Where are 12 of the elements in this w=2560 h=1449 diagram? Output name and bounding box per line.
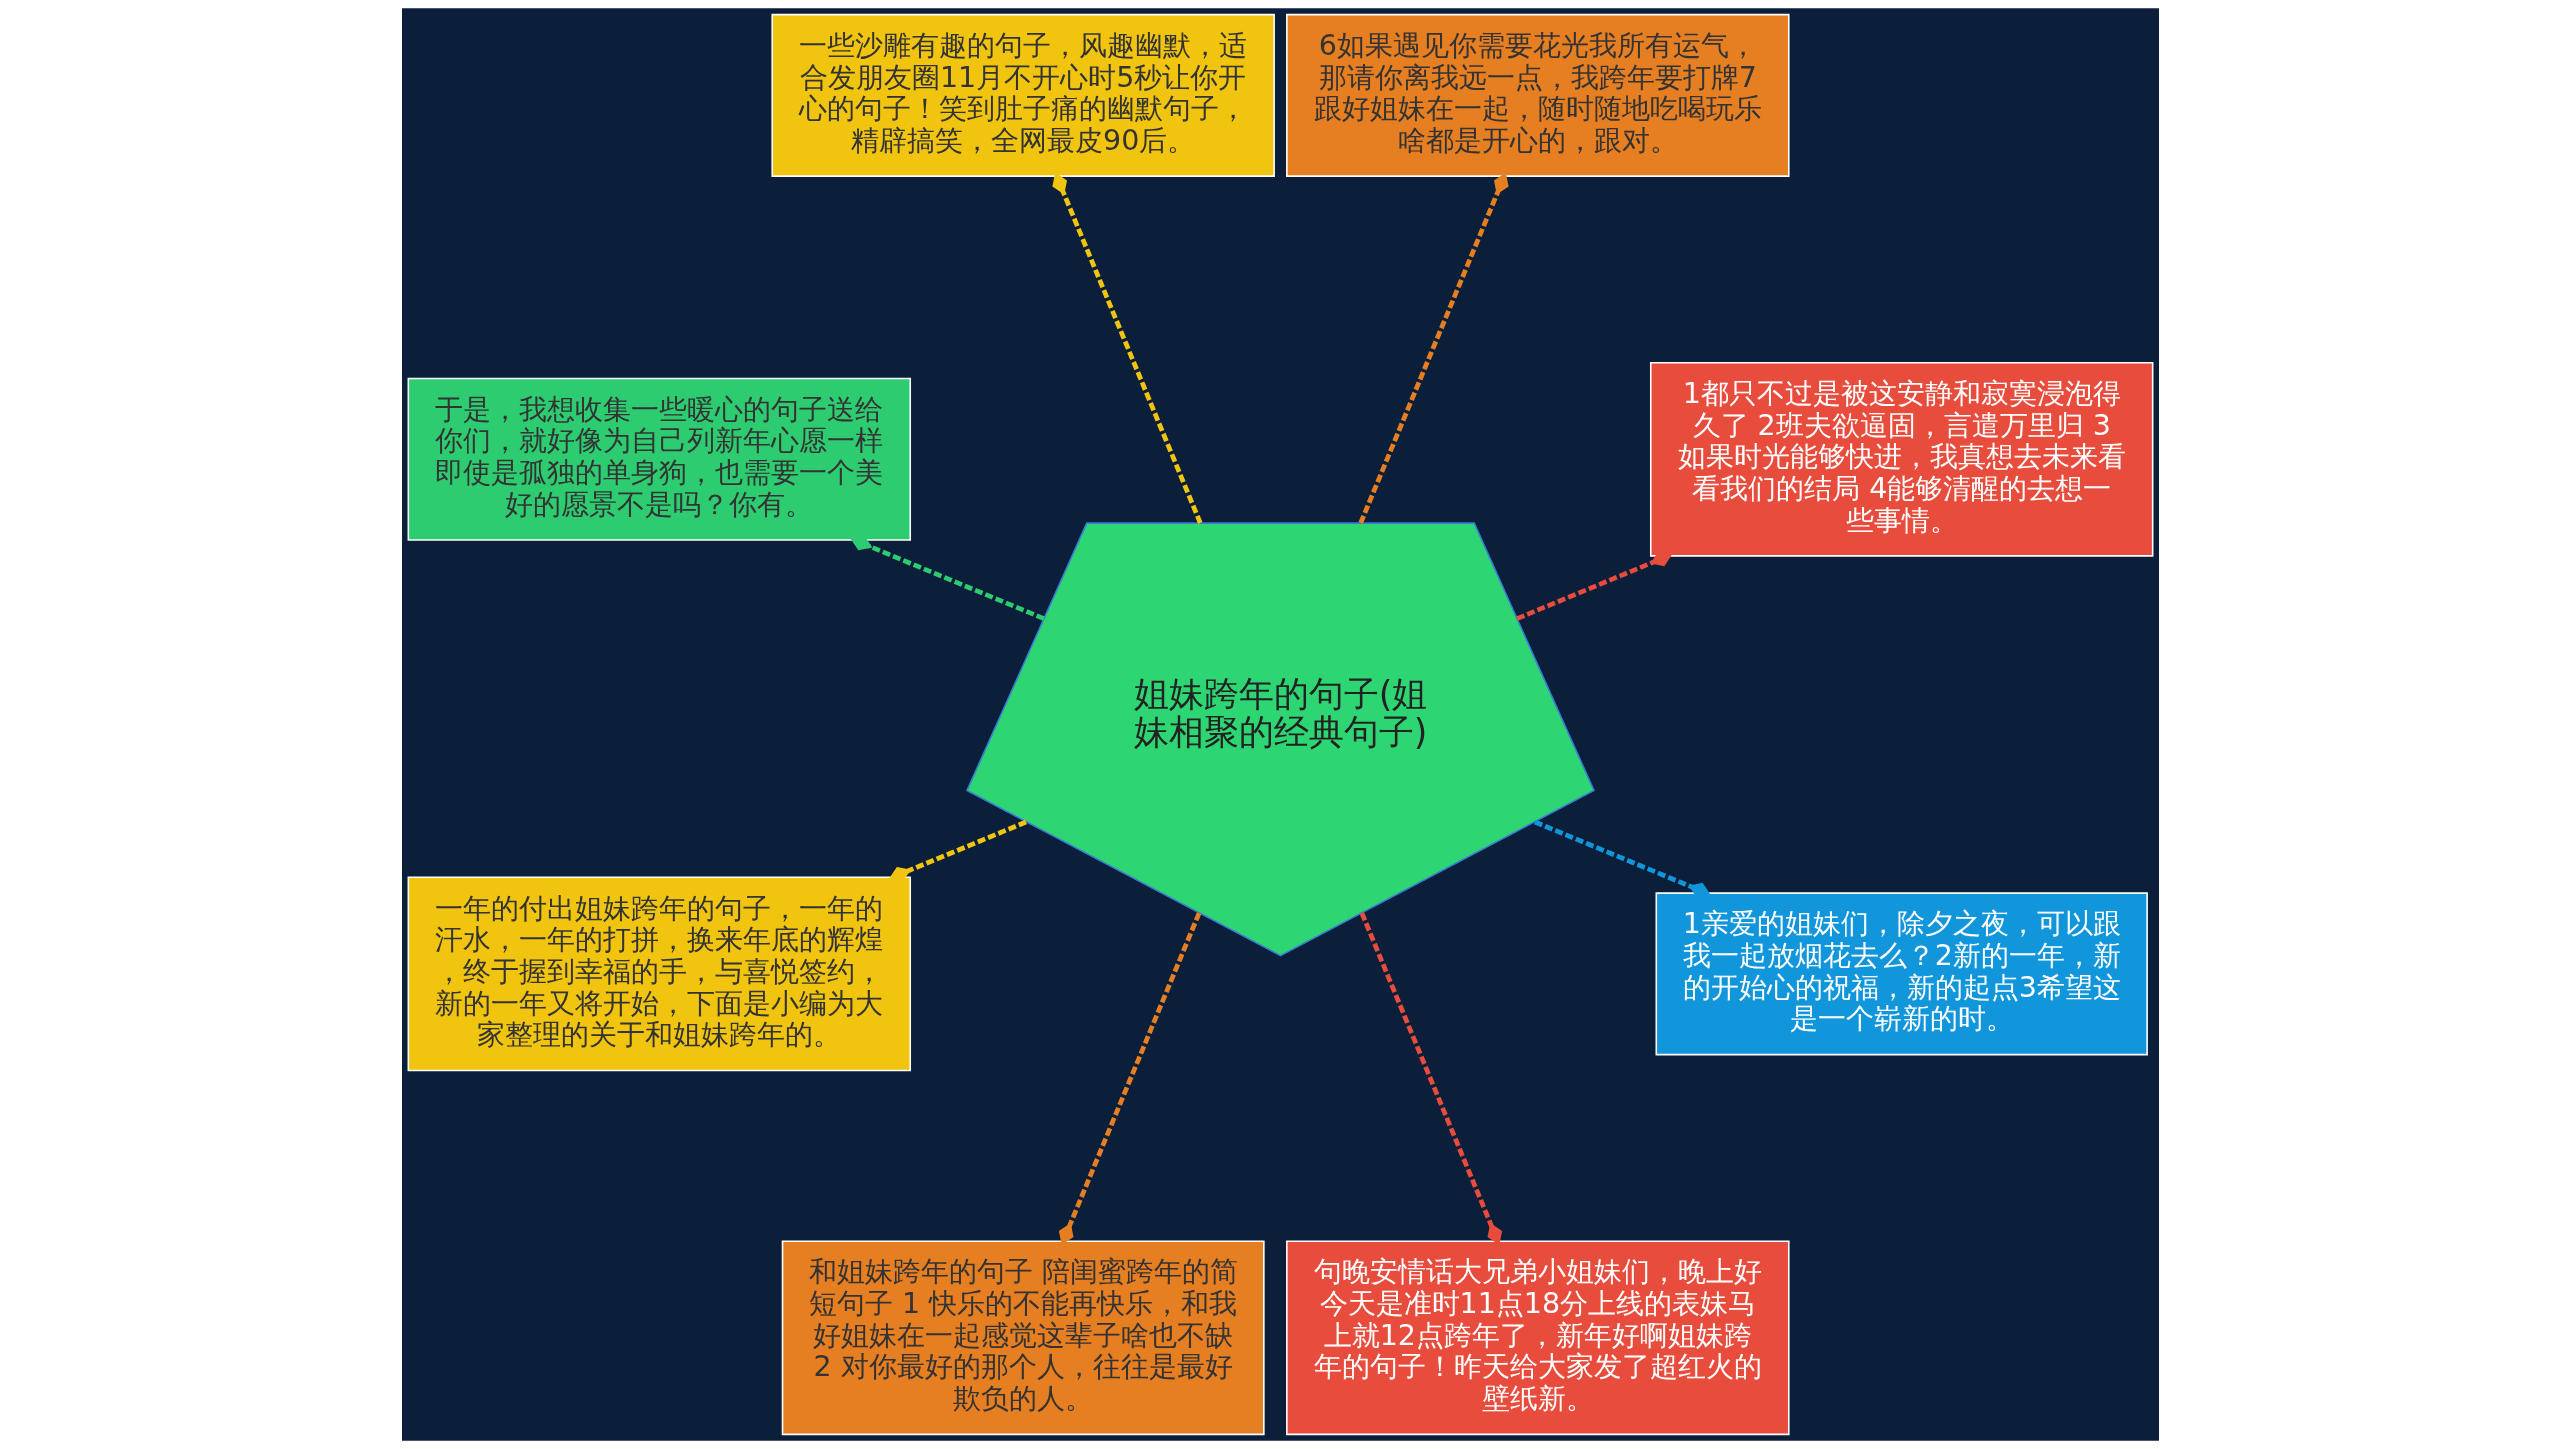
- node-box: 6如果遇见你需要花光我所有运气，那请你离我远一点，我跨年要打牌7跟好姐妹在一起，随时随地吃喝玩乐啥都是开心的，跟对。: [1285, 13, 1790, 177]
- connector: [1058, 912, 1201, 1245]
- connector: [1358, 172, 1509, 524]
- node-box: 于是，我想收集一些暖心的句子送给你们，就好像为自己列新年心愿一样即使是孤独的单身狗，也需要一个美好的愿景不是吗？你有。: [407, 377, 911, 541]
- node-box: 1都只不过是被这安静和寂寞浸泡得久了 2班夫欲逼固，言遣万里归 3如果时光能够快进，我真想去未来看看我们的结局 4能够清醒的去想一些事情。: [1649, 361, 2153, 557]
- node-box: 一些沙雕有趣的句子，风趣幽默，适合发朋友圈11月不开心时5秒让你开心的句子！笑到肚子痛的幽默句子，精辟搞笑，全网最皮90后。: [770, 13, 1275, 177]
- node-box: 和姐妹跨年的句子 陪闺蜜跨年的简短句子 1 快乐的不能再快乐，和我好姐妹在一起感觉这辈子啥也不缺 2 对你最好的那个人，往往是最好欺负的人。: [781, 1240, 1265, 1436]
- node-box: 一年的付出姐妹跨年的句子，一年的汗水，一年的打拼，换来年底的辉煌，终于握到幸福的手，与喜悦签约，新的一年又将开始，下面是小编为大家整理的关于和姐妹跨年的。: [407, 876, 911, 1072]
- node-box: 1亲爱的姐妹们，除夕之夜，可以跟我一起放烟花去么？2新的一年，新的开始心的祝福，新的起点3希望这是一个崭新的时。: [1655, 892, 2148, 1056]
- connector: [1051, 172, 1202, 524]
- node-box: 句晚安情话大兄弟小姐妹们，晚上好今天是准时11点18分上线的表妹马上就12点跨年了，新年好啊姐妹跨年的句子！昨天给大家发了超红火的壁纸新。: [1285, 1240, 1790, 1436]
- connector: [1359, 912, 1502, 1245]
